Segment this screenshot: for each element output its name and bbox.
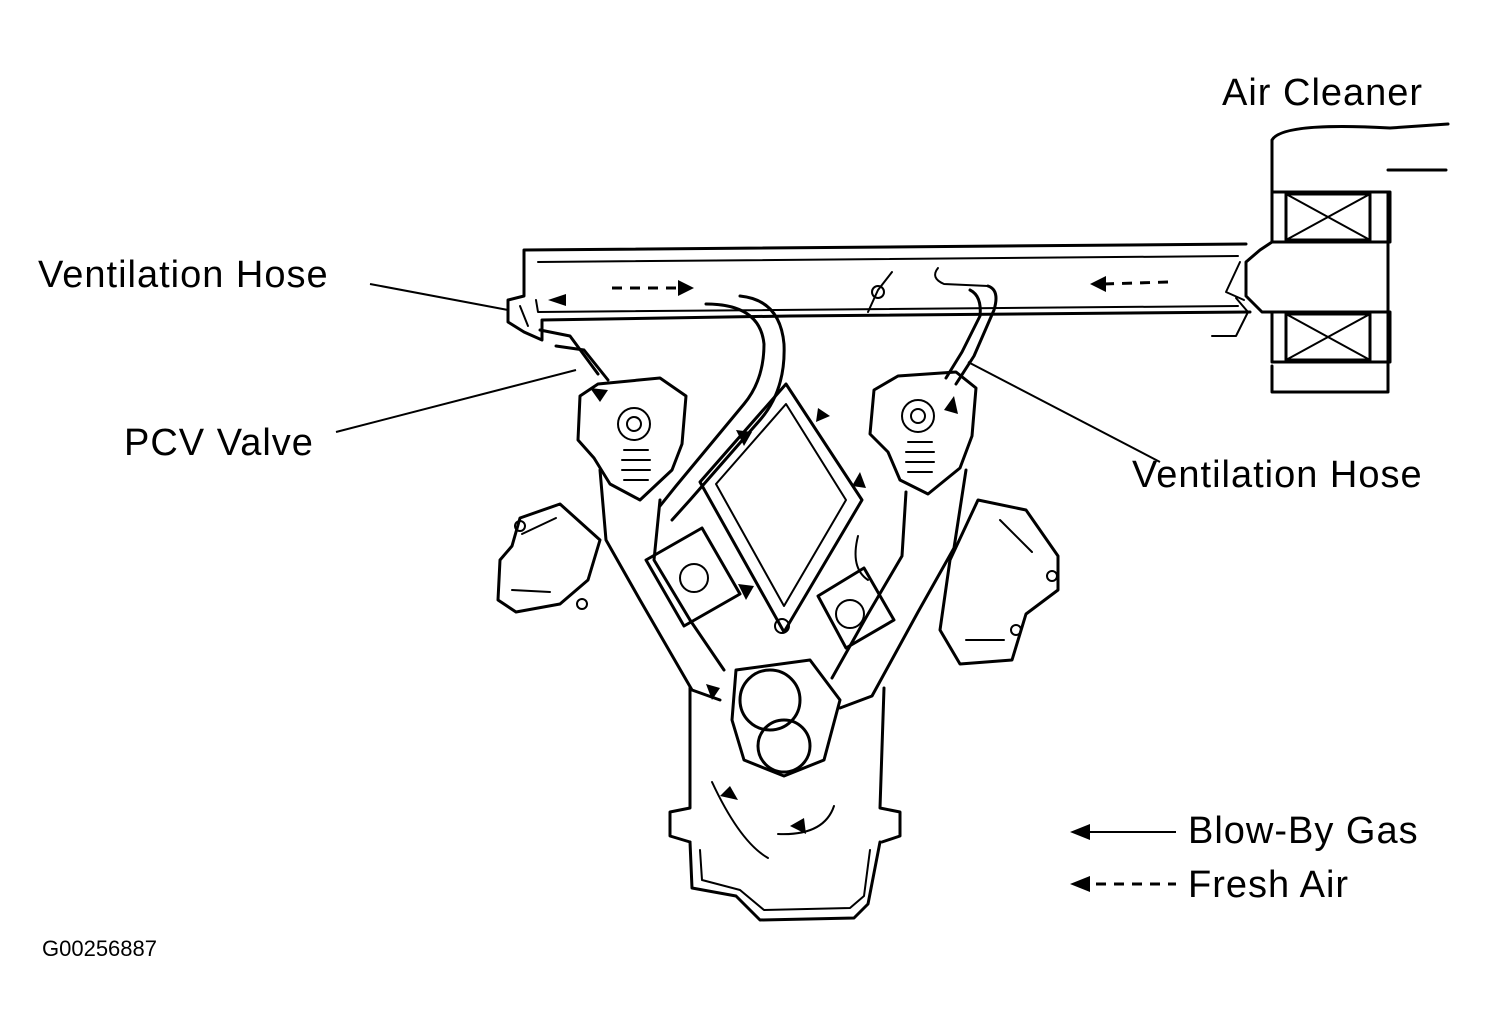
flow-lines <box>711 535 869 859</box>
label-ventilation-hose-left: Ventilation Hose <box>38 254 329 296</box>
label-ventilation-hose-right: Ventilation Hose <box>1132 454 1423 496</box>
legend-symbols <box>1070 824 1176 892</box>
right-hose <box>944 284 998 386</box>
crossover-tube <box>658 294 786 522</box>
legend-fresh-air: Fresh Air <box>1188 864 1350 906</box>
engine-block <box>496 370 1060 922</box>
label-pcv-valve: PCV Valve <box>124 422 314 464</box>
left-hose <box>538 328 610 382</box>
blow-by-arrow-icon <box>1070 824 1090 840</box>
leader-lines <box>335 283 1161 463</box>
blow-by-arrows <box>548 294 958 834</box>
label-air-cleaner: Air Cleaner <box>1222 72 1424 114</box>
legend-blow-by-gas: Blow-By Gas <box>1188 810 1419 852</box>
air-cleaner <box>1211 122 1450 394</box>
figure-code: G00256887 <box>42 936 157 961</box>
fresh-air-arrow-icon <box>1070 876 1090 892</box>
intake-duct <box>506 242 1252 342</box>
fresh-air-arrows <box>612 276 1169 296</box>
